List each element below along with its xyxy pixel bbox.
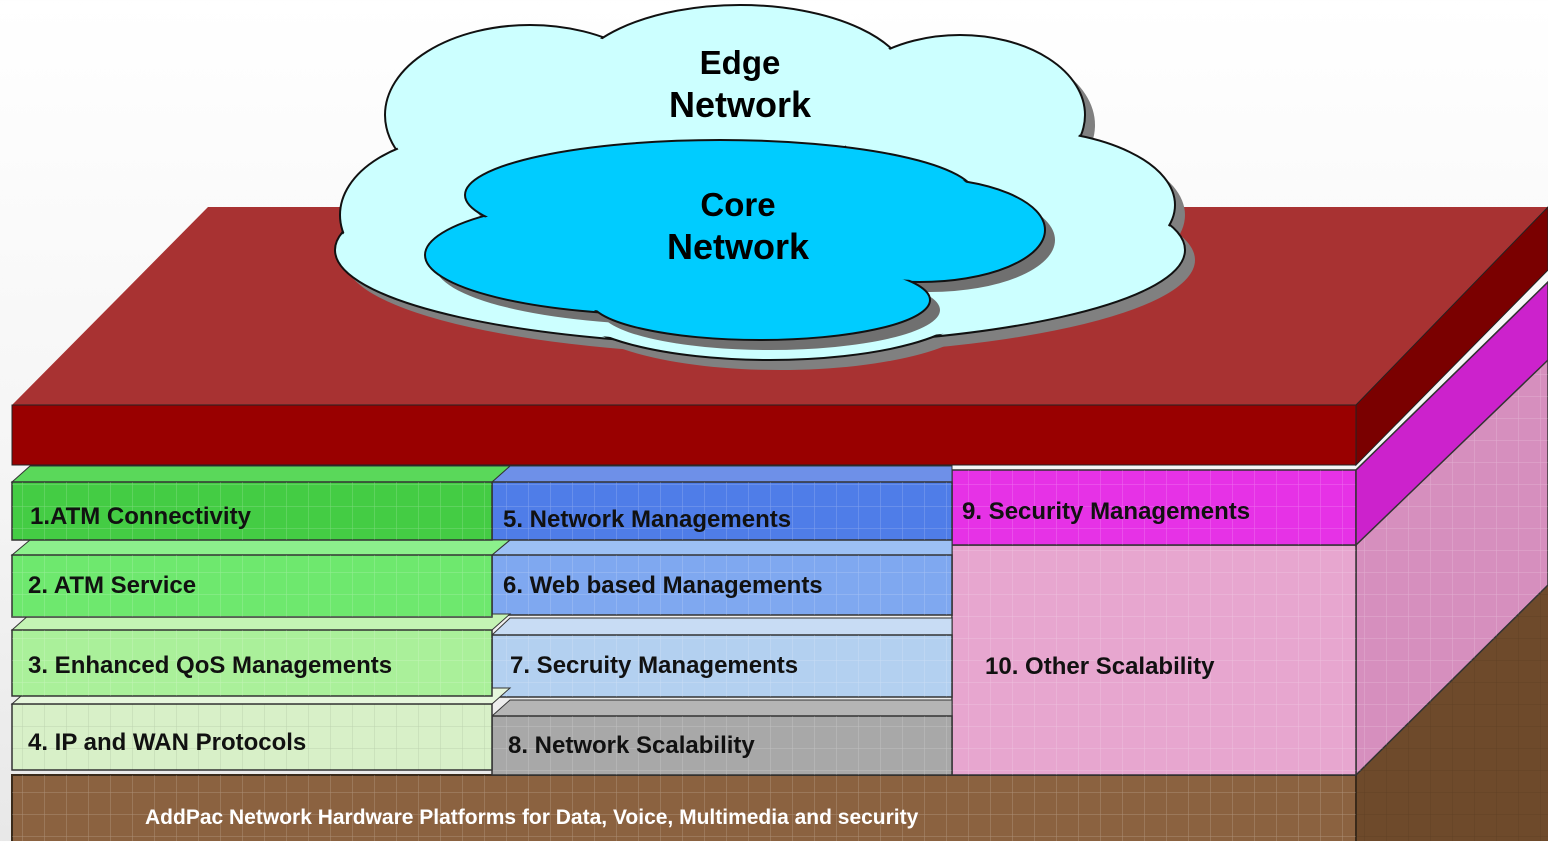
module-label-9: 9. Security Managements	[962, 498, 1251, 525]
core-network-label: Core Network	[598, 185, 878, 268]
module-label-1: 1.ATM Connectivity	[30, 503, 251, 530]
module-label-5: 5. Network Managements	[503, 506, 792, 533]
module-label-2: 2. ATM Service	[28, 572, 197, 599]
edge-network-label: Edge Network	[600, 43, 880, 126]
left-column	[10, 465, 512, 771]
module-label-3: 3. Enhanced QoS Managements	[28, 652, 393, 679]
middle-column	[490, 465, 953, 776]
core-network-line2: Network	[666, 225, 810, 267]
platform-base	[11, 585, 1548, 846]
core-network-cloud	[424, 139, 1055, 350]
module-label-4: 4. IP and WAN Protocols	[28, 729, 307, 756]
platform-label: AddPac Network Hardware Platforms for Da…	[145, 806, 919, 829]
module-label-7: 7. Secruity Managements	[510, 652, 799, 679]
right-column	[951, 280, 1548, 777]
module-label-10: 10. Other Scalability	[985, 653, 1215, 680]
core-network-line1: Core	[700, 186, 776, 223]
module-label-6: 6. Web based Managements	[503, 572, 823, 599]
edge-network-line1: Edge	[699, 44, 781, 81]
module-label-8: 8. Network Scalability	[508, 732, 755, 759]
edge-network-line2: Network	[668, 83, 812, 125]
